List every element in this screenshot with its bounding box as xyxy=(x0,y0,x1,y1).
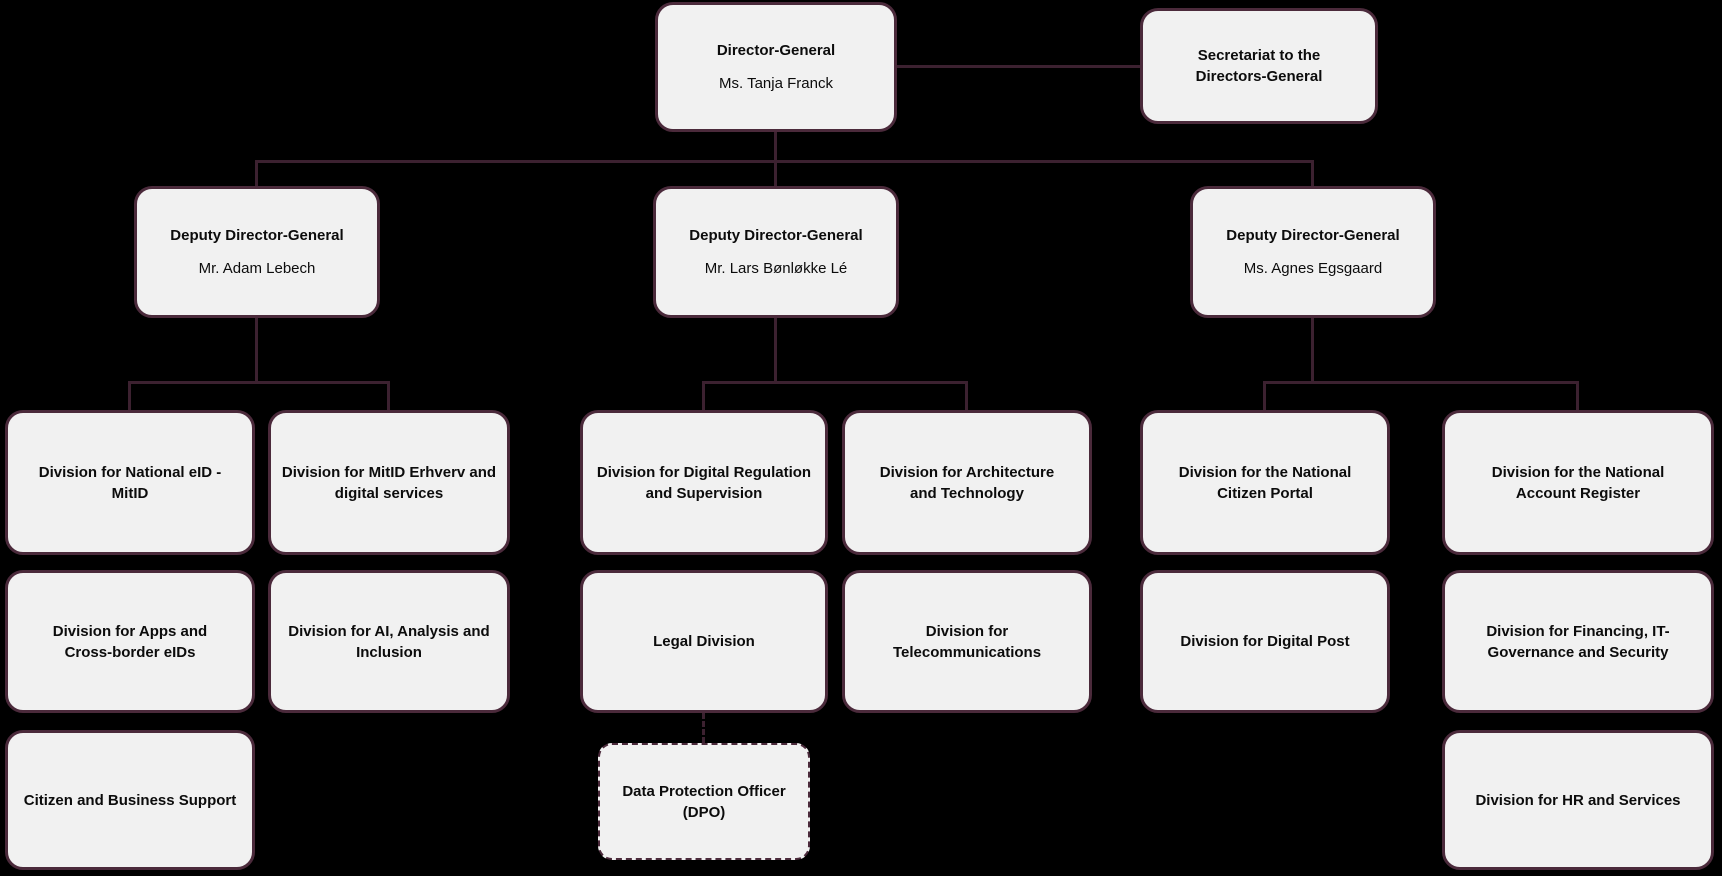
division-label: Division for Digital Regulation and Supe… xyxy=(596,463,812,502)
connector-rail-group3 xyxy=(1263,381,1579,384)
node-person-name: Ms. Tanja Franck xyxy=(719,75,833,92)
node-deputy-2: Deputy Director-General Mr. Lars Bønløkk… xyxy=(653,186,899,318)
node-data-protection-officer: Data Protection Officer (DPO) xyxy=(598,743,810,860)
node-citizen-business-support: Citizen and Business Support xyxy=(5,730,255,870)
division-label: Division for Architecture and Technology xyxy=(879,463,1055,502)
node-division-legal: Legal Division xyxy=(580,570,828,713)
node-division-financing-security: Division for Financing, IT-Governance an… xyxy=(1442,570,1714,713)
division-label: Division for Financing, IT-Governance an… xyxy=(1486,622,1670,661)
node-division-digital-post: Division for Digital Post xyxy=(1140,570,1390,713)
node-division-telecommunications: Division for Telecommunications xyxy=(842,570,1092,713)
division-label: Division for the National Citizen Portal xyxy=(1178,463,1352,502)
division-label: Division for Telecommunications xyxy=(892,622,1042,661)
node-director-general: Director-General Ms. Tanja Franck xyxy=(655,2,897,132)
connector-drop-deputy3 xyxy=(1311,160,1314,186)
node-title: Deputy Director-General xyxy=(170,226,344,244)
division-label: Division for the National Account Regist… xyxy=(1491,463,1665,502)
division-label: Division for National eID - MitID xyxy=(38,463,222,502)
node-division-citizen-portal: Division for the National Citizen Portal xyxy=(1140,410,1390,555)
node-division-ai-analysis: Division for AI, Analysis and Inclusion xyxy=(268,570,510,713)
connector-rail-group1 xyxy=(128,381,390,384)
node-division-architecture-technology: Division for Architecture and Technology xyxy=(842,410,1092,555)
node-division-mitid-erhverv: Division for MitID Erhverv and digital s… xyxy=(268,410,510,555)
node-secretariat: Secretariat to the Directors-General xyxy=(1140,8,1378,124)
node-title: Director-General xyxy=(716,41,836,59)
connector-deputy2-stub xyxy=(774,318,777,381)
connector-dg-secretariat xyxy=(897,65,1140,68)
node-person-name: Mr. Adam Lebech xyxy=(198,260,316,277)
node-division-apps-crossborder: Division for Apps and Cross-border eIDs xyxy=(5,570,255,713)
connector-dg-stub xyxy=(774,132,777,160)
division-label: Citizen and Business Support xyxy=(23,791,237,809)
division-label: Division for AI, Analysis and Inclusion xyxy=(288,622,490,661)
connector-deputy1-stub xyxy=(255,318,258,381)
division-label: Division for Apps and Cross-border eIDs xyxy=(52,622,208,661)
node-label: Secretariat to the Directors-General xyxy=(1195,47,1323,85)
connector-drop-deputy1 xyxy=(255,160,258,186)
node-division-hr-services: Division for HR and Services xyxy=(1442,730,1714,870)
node-division-national-eid-mitid: Division for National eID - MitID xyxy=(5,410,255,555)
connector-drop-deputy2 xyxy=(774,160,777,186)
node-title: Deputy Director-General xyxy=(689,226,863,244)
node-person-name: Mr. Lars Bønløkke Lé xyxy=(704,260,848,277)
division-label: Division for HR and Services xyxy=(1475,791,1681,809)
division-label: Legal Division xyxy=(653,633,755,650)
connector-top-rail xyxy=(255,160,1314,163)
node-division-digital-regulation: Division for Digital Regulation and Supe… xyxy=(580,410,828,555)
connector-drop-g3-right xyxy=(1576,381,1579,410)
connector-drop-g1-left xyxy=(128,381,131,410)
connector-deputy3-stub xyxy=(1311,318,1314,381)
node-deputy-3: Deputy Director-General Ms. Agnes Egsgaa… xyxy=(1190,186,1436,318)
node-deputy-1: Deputy Director-General Mr. Adam Lebech xyxy=(134,186,380,318)
node-person-name: Ms. Agnes Egsgaard xyxy=(1243,260,1383,277)
connector-drop-g2-left xyxy=(702,381,705,410)
division-label: Division for Digital Post xyxy=(1180,633,1350,650)
node-division-account-register: Division for the National Account Regist… xyxy=(1442,410,1714,555)
division-label: Division for MitID Erhverv and digital s… xyxy=(281,463,497,502)
connector-rail-group2 xyxy=(702,381,968,384)
node-title: Deputy Director-General xyxy=(1226,226,1400,244)
connector-legal-dpo-dashed xyxy=(702,713,705,743)
connector-drop-g1-right xyxy=(387,381,390,410)
connector-drop-g2-right xyxy=(965,381,968,410)
connector-drop-g3-left xyxy=(1263,381,1266,410)
dpo-label: Data Protection Officer (DPO) xyxy=(622,782,786,821)
